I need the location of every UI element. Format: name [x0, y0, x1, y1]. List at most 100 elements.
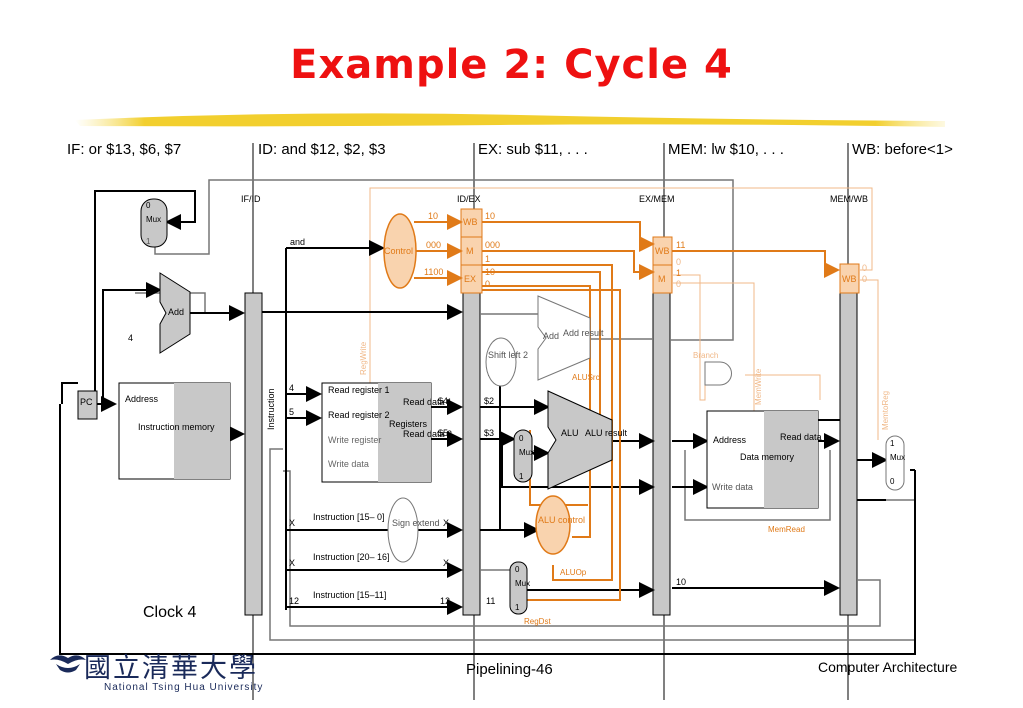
exmem-wb-value: 11: [676, 240, 685, 250]
instr-mem-label: Instruction memory: [138, 422, 215, 432]
pc-mux-label: Mux: [146, 215, 161, 224]
memwb-label: MEM/WB: [830, 194, 868, 204]
aluop-label: ALUOp: [560, 568, 587, 577]
clock-label: Clock 4: [143, 604, 197, 621]
data-mem-label: Data memory: [740, 452, 795, 462]
control-bundles: [460, 208, 860, 294]
university-name-en: National Tsing Hua University: [104, 682, 264, 693]
branch-adder: [537, 295, 591, 381]
instr-address-label: Address: [125, 394, 159, 404]
alu-mux-1: 1: [519, 472, 524, 481]
idex-m-value: 000: [485, 240, 500, 250]
alu-mux-0: 0: [519, 434, 524, 443]
exmem-m0-value: 0: [676, 257, 681, 267]
branch-label: Branch: [693, 351, 718, 360]
instruction-label: Instruction: [266, 388, 276, 430]
rt-value: 5: [289, 407, 294, 417]
field-15-0: Instruction [15– 0]: [313, 512, 385, 522]
add-result-label: Add result: [563, 328, 604, 338]
ifid-label: IF/ID: [241, 194, 261, 204]
regwrite-label: RegWrite: [359, 341, 368, 375]
wb-mux-0: 0: [890, 477, 895, 486]
idex-m: M: [466, 246, 474, 256]
stage-mem: MEM: lw $10, . . .: [668, 141, 784, 158]
wb-mux-label: Mux: [890, 453, 905, 462]
pc-mux-0: 0: [146, 201, 151, 210]
read-data-label: Read data: [780, 432, 822, 442]
idex-label: ID/EX: [457, 194, 481, 204]
exmem-m: M: [658, 274, 666, 284]
dst-mux-1: 1: [515, 603, 520, 612]
memwb-wb0-value: 0: [862, 263, 867, 273]
alu-mux-label: Mux: [519, 448, 534, 457]
stage-if: IF: or $13, $6, $7: [67, 141, 182, 158]
university-name-cn: 國立清華大學: [84, 653, 258, 684]
title-underline: [75, 113, 945, 127]
reg-dst-mux: [509, 561, 528, 615]
read-data1: Read data 1: [403, 397, 452, 407]
mem-to-reg-mux: [885, 435, 905, 491]
d2-value: $5: [438, 428, 448, 438]
regdst-label: RegDst: [524, 617, 551, 626]
pc-label: PC: [80, 397, 93, 407]
idex-wb-value: 10: [485, 211, 495, 221]
add2-label: Add: [543, 331, 559, 341]
sign-extend-label: Sign extend: [392, 518, 440, 528]
add-label: Add: [168, 307, 184, 317]
field-15-11: Instruction [15–11]: [313, 590, 386, 600]
exmem-wb: WB: [655, 246, 670, 256]
control-unit: [383, 213, 417, 289]
stage-id: ID: and $12, $2, $3: [258, 141, 386, 158]
x1-value: X: [289, 518, 295, 528]
university-logo-icon: [50, 655, 86, 673]
memwb-wb: WB: [842, 274, 857, 284]
pc-adder: [159, 272, 191, 354]
stage-ex: EX: sub $11, . . .: [478, 141, 588, 158]
alu: [547, 390, 613, 490]
shift-left-unit: [485, 337, 517, 387]
memread-label: MemRead: [768, 525, 805, 534]
read-reg1: Read register 1: [328, 385, 390, 395]
stage-wb: WB: before<1>: [852, 141, 953, 158]
alu-control-label: ALU control: [538, 515, 585, 525]
exmem-m2-value: 0: [676, 279, 681, 289]
idex-ex: EX: [464, 274, 476, 284]
idex-ex-value: 10: [485, 267, 495, 277]
ten-value: 10: [676, 577, 686, 587]
alu-label: ALU: [561, 428, 579, 438]
control-label: Control: [384, 246, 413, 256]
idex-m2-value: 1: [485, 254, 490, 264]
idex-wb: WB: [463, 217, 478, 227]
slide-title: Example 2: Cycle 4: [290, 42, 733, 88]
rs-value: 4: [289, 383, 294, 393]
twelve2-value: 12: [440, 596, 450, 606]
shift-label: Shift left 2: [488, 350, 528, 360]
wb-mux-1: 1: [890, 439, 895, 448]
pc-mux-1: 1: [146, 237, 151, 246]
field-20-16: Instruction [20– 16]: [313, 552, 390, 562]
x3-value: X: [289, 558, 295, 568]
dst-mux-label: Mux: [515, 579, 530, 588]
memwrite-label: MemWrite: [754, 368, 763, 405]
alu-control-unit: [535, 495, 571, 555]
x2-value: X: [443, 518, 449, 528]
and-value: and: [290, 237, 305, 247]
write-reg: Write register: [328, 435, 381, 445]
eleven-value: 11: [486, 596, 495, 606]
x4-value: X: [443, 558, 449, 568]
memwb-wb1-value: 0: [862, 274, 867, 284]
twelve-value: 12: [289, 596, 299, 606]
ctl-ex-value: 1100: [424, 267, 443, 277]
dm-write-data-label: Write data: [712, 482, 753, 492]
pc-mux: [140, 198, 168, 248]
memtoreg-label: MemtoReg: [881, 391, 890, 430]
data-address-label: Address: [713, 435, 747, 445]
pc-register: [77, 390, 98, 420]
page-label: Pipelining-46: [466, 661, 553, 678]
read-data2: Read data 2: [403, 429, 452, 439]
read-reg2: Read register 2: [328, 410, 390, 420]
course-label: Computer Architecture: [818, 659, 958, 675]
ex-d2-value: $3: [484, 428, 494, 438]
ex-d1-value: $2: [484, 396, 494, 406]
